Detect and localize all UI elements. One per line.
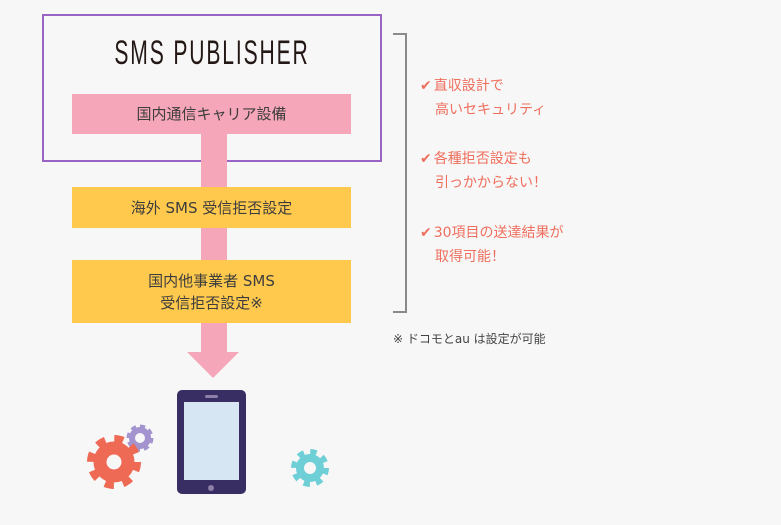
feature-2: ✔各種拒否設定も引っかからない！ xyxy=(420,147,547,195)
gear-icon-purple xyxy=(126,424,154,452)
flow-arrow-head xyxy=(187,352,239,378)
logo: SMS PUBLISHER xyxy=(114,34,310,72)
domestic-line2: 受信拒否設定※ xyxy=(160,293,263,312)
tablet-home-button xyxy=(208,485,214,491)
feature-1: ✔直収設計で高いセキュリティ xyxy=(420,74,546,122)
bracket xyxy=(393,33,407,313)
gear-icon-red xyxy=(87,435,141,489)
tablet-speaker xyxy=(205,395,218,398)
check-icon: ✔ xyxy=(420,78,432,94)
feature-text: 引っかからない！ xyxy=(435,175,547,191)
feature-text: 直収設計で xyxy=(433,78,504,94)
domestic-line1: 国内他事業者 SMS xyxy=(148,271,275,290)
domestic-reject-box: 国内他事業者 SMS 受信拒否設定※ xyxy=(72,260,351,323)
feature-text: 取得可能！ xyxy=(435,249,505,265)
tablet-screen xyxy=(184,402,239,480)
feature-text: 各種拒否設定も xyxy=(433,151,532,167)
feature-text: 30項目の送達結果が xyxy=(433,225,564,241)
check-icon: ✔ xyxy=(420,225,432,241)
check-icon: ✔ xyxy=(420,151,432,167)
tablet-icon xyxy=(177,390,246,494)
overseas-reject-box: 海外 SMS 受信拒否設定 xyxy=(72,187,351,228)
feature-3: ✔30項目の送達結果が取得可能！ xyxy=(420,221,564,269)
feature-text: 高いセキュリティ xyxy=(435,102,547,118)
footnote: ※ ドコモとau は設定が可能 xyxy=(393,332,546,346)
carrier-equipment-box: 国内通信キャリア設備 xyxy=(72,94,351,134)
gear-icon-teal xyxy=(291,449,329,487)
